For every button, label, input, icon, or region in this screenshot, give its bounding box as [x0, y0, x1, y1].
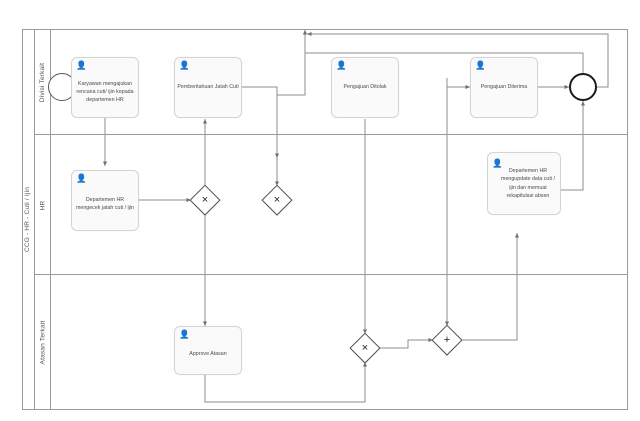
end-event[interactable]	[569, 73, 597, 101]
user-task-icon: 👤	[76, 173, 87, 183]
task-label: Karyawan mengajukan rencana cuti/ ijin k…	[76, 80, 134, 104]
lane-label-atasan: Atasan Terkait	[39, 320, 46, 365]
task-pemberitahuan-jatah-cuti[interactable]: 👤 Pemberitahuan Jatah Cuti	[174, 57, 242, 118]
task-label: Pemberitahuan Jatah Cuti	[177, 84, 239, 91]
task-label: Departemen HR mengecek jatah cuti / ijin	[75, 196, 134, 211]
task-hr-mengupdate-data[interactable]: 👤 Departemen HR mengupdate data cuti / i…	[487, 152, 561, 215]
lane-hr[interactable]	[35, 135, 628, 275]
task-hr-mengecek-jatah[interactable]: 👤 Departemen HR mengecek jatah cuti / ij…	[71, 170, 139, 231]
gateway-exclusive-icon: ×	[273, 193, 281, 206]
lane-label-divisi: Divisi Terkait	[39, 62, 47, 102]
pool-label: CCG - HR - Cuti / Ijin	[24, 186, 32, 253]
task-label: Approve Atasan	[189, 351, 227, 358]
pool-header: CCG - HR - Cuti / Ijin	[22, 29, 35, 410]
gateway-parallel-icon: +	[443, 333, 451, 346]
gateway-exclusive-icon: ×	[201, 193, 209, 206]
task-approve-atasan[interactable]: 👤 Approve Atasan	[174, 326, 242, 375]
lane-divisi-terkait[interactable]	[35, 29, 628, 135]
task-karyawan-mengajukan[interactable]: 👤 Karyawan mengajukan rencana cuti/ ijin…	[71, 57, 139, 118]
task-pengajuan-ditolak[interactable]: 👤 Pengajuan Ditolak	[331, 57, 399, 118]
user-task-icon: 👤	[475, 60, 486, 70]
gateway-exclusive-2[interactable]: ×	[261, 184, 293, 216]
gateway-exclusive-3[interactable]: ×	[349, 332, 381, 364]
gateway-exclusive-icon: ×	[361, 341, 369, 354]
lane-header-hr: HR	[35, 135, 51, 275]
gateway-parallel-4[interactable]: +	[431, 324, 463, 356]
user-task-icon: 👤	[179, 60, 190, 70]
pool-ccg-hr-cuti-ijin[interactable]	[22, 29, 628, 410]
task-pengajuan-diterima[interactable]: 👤 Pengajuan Diterima	[470, 57, 538, 118]
lane-header-atasan: Atasan Terkait	[35, 275, 51, 410]
task-label: Pengajuan Ditolak	[343, 84, 387, 91]
user-task-icon: 👤	[336, 60, 347, 70]
gateway-exclusive-1[interactable]: ×	[189, 184, 221, 216]
user-task-icon: 👤	[492, 158, 503, 168]
task-label: Departemen HR mengupdate data cuti / iji…	[501, 168, 555, 199]
lane-label-hr: HR	[38, 200, 46, 210]
user-task-icon: 👤	[179, 329, 190, 339]
user-task-icon: 👤	[76, 60, 87, 70]
lane-atasan-terkait[interactable]	[35, 275, 628, 410]
task-label: Pengajuan Diterima	[480, 84, 528, 91]
